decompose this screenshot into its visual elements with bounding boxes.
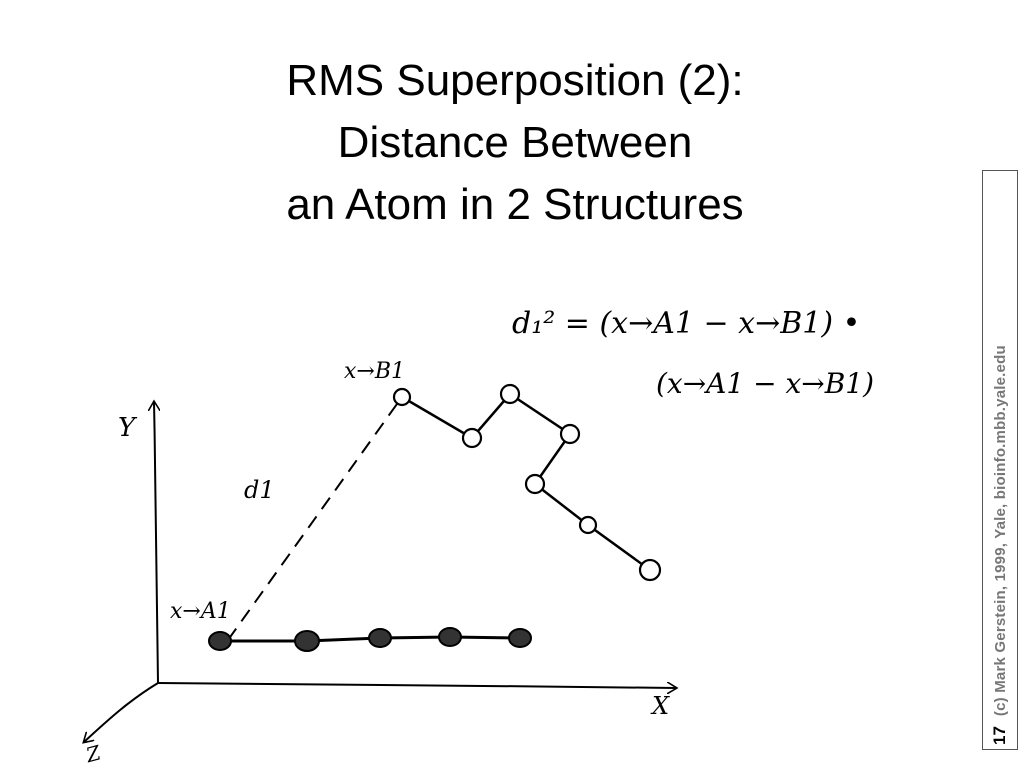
- x-axis: [157, 683, 676, 688]
- xa1-label: x→A1: [170, 599, 231, 624]
- atom-b5: [524, 473, 546, 495]
- title-line-3: an Atom in 2 Structures: [286, 180, 744, 229]
- copyright-text: (c) Mark Gerstein, 1999, Yale, bioinfo.m…: [991, 345, 1009, 717]
- x-axis-label: X: [650, 692, 670, 720]
- atom-b1: [392, 387, 412, 407]
- slide-title: RMS Superposition (2): Distance Between …: [150, 50, 880, 236]
- atom-b6: [578, 515, 598, 535]
- atom-a2: [294, 630, 320, 652]
- slide-number: 17: [990, 726, 1009, 745]
- atom-b3: [499, 383, 521, 405]
- axes: [84, 402, 676, 742]
- title-line-2: Distance Between: [337, 118, 693, 167]
- atom-a3: [368, 628, 392, 648]
- equation-line-2: (x→A1 − x→B1): [656, 367, 874, 400]
- atom-a4: [438, 627, 462, 647]
- atom-b2: [461, 427, 483, 449]
- atom-b7: [638, 558, 662, 582]
- z-axis-label: Z: [83, 740, 105, 767]
- distance-line-d1: [227, 396, 403, 641]
- structure-a: [208, 627, 532, 652]
- superposition-diagram: Y X Z d1 x→B1 x→A1 d₁² = (x→A1 − x→B1) •…: [0, 306, 874, 767]
- z-axis: [84, 682, 159, 742]
- title-line-1: RMS Superposition (2):: [286, 56, 744, 105]
- atom-a1: [208, 631, 232, 651]
- equation-line-1: d₁² = (x→A1 − x→B1) •: [512, 306, 860, 341]
- y-axis: [154, 402, 158, 684]
- d1-label: d1: [244, 476, 275, 504]
- atom-a5: [508, 628, 532, 648]
- structure-b: [392, 383, 662, 582]
- y-axis-label: Y: [118, 413, 138, 443]
- atom-b4: [559, 423, 581, 445]
- slide-footer-panel: 17 (c) Mark Gerstein, 1999, Yale, bioinf…: [982, 170, 1018, 750]
- xb1-label: x→B1: [344, 359, 405, 384]
